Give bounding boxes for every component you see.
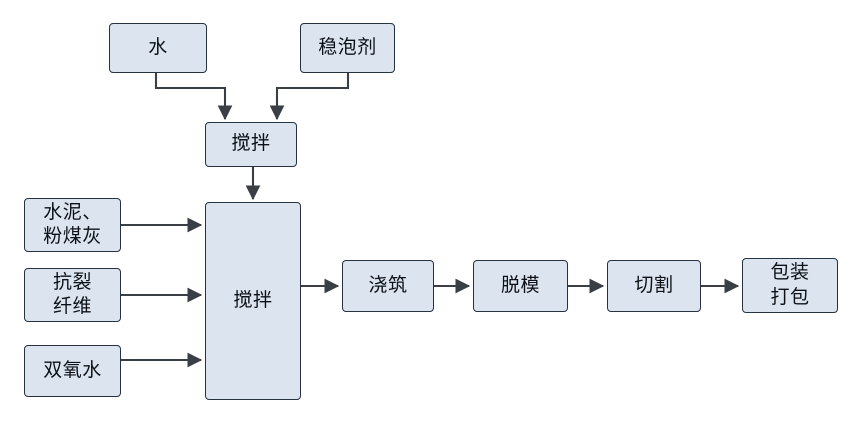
node-anti-crack-fiber[interactable]: 抗裂 纤维 — [24, 268, 121, 322]
edge-foam-to-mix1 — [269, 73, 350, 121]
node-packaging[interactable]: 包装 打包 — [742, 258, 838, 313]
node-mixing-first[interactable]: 搅拌 — [205, 122, 297, 167]
node-water[interactable]: 水 — [109, 23, 207, 73]
node-cement-fly-ash[interactable]: 水泥、 粉煤灰 — [24, 198, 121, 252]
node-demolding[interactable]: 脱模 — [473, 260, 568, 312]
edge-water-to-mix1 — [154, 73, 233, 121]
node-hydrogen-peroxide[interactable]: 双氧水 — [24, 345, 121, 397]
node-cutting[interactable]: 切割 — [607, 260, 701, 312]
node-casting[interactable]: 浇筑 — [342, 260, 434, 312]
node-foam-agent[interactable]: 稳泡剂 — [300, 23, 395, 73]
node-mixing-main[interactable]: 搅拌 — [205, 202, 301, 400]
